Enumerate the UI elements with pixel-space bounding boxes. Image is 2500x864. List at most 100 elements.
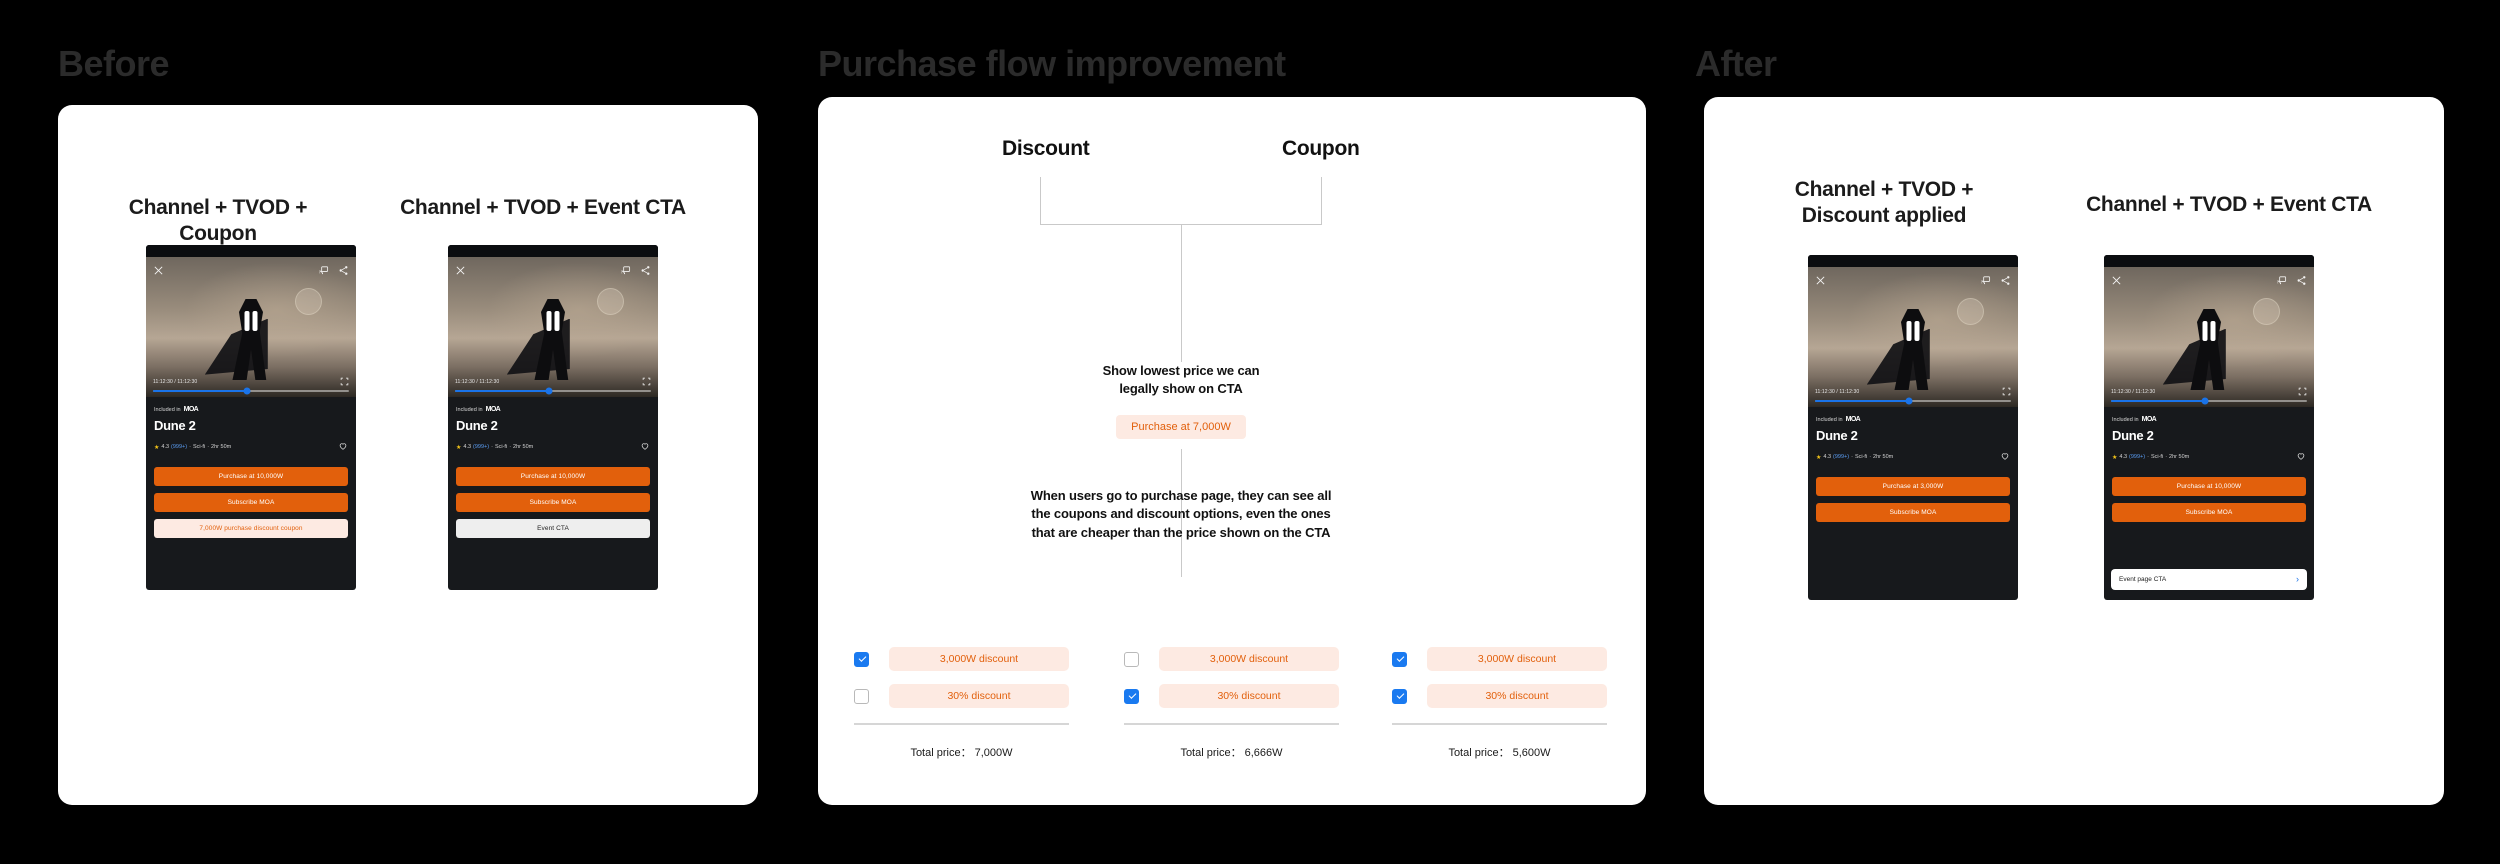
fullscreen-icon[interactable]	[340, 377, 349, 386]
fullscreen-icon[interactable]	[2298, 387, 2307, 396]
player-timestamp: 11:12:30 / 11:12:30	[455, 378, 500, 385]
heart-outline-icon[interactable]	[2000, 448, 2010, 466]
cast-icon[interactable]	[1980, 275, 1991, 286]
player-top-controls	[448, 265, 658, 276]
purchase-button[interactable]: Purchase at 10,000W	[154, 467, 348, 486]
purchase-button[interactable]: Purchase at 10,000W	[2112, 477, 2306, 496]
mock-title-before-1: Channel + TVOD + Coupon	[128, 196, 308, 245]
pause-button[interactable]	[1906, 321, 1920, 342]
title-info-block: Included in MOA Dune 2 ★ 4.3 (999+) · Sc…	[2104, 407, 2314, 527]
rating-value: 4.3	[161, 444, 170, 450]
checkbox-amount-discount[interactable]	[854, 651, 869, 667]
note-lowest-price: Show lowest price we can legally show on…	[1102, 363, 1260, 397]
meta-row: ★ 4.3 (999+) · Sci-fi · 2hr 50m	[154, 438, 348, 456]
share-icon[interactable]	[2000, 275, 2011, 286]
phone-mock-after-event: 11:12:30 / 11:12:30	[2104, 255, 2314, 600]
connector-line-top	[1181, 225, 1182, 362]
event-page-cta-bar[interactable]: Event page CTA ›	[2111, 569, 2307, 590]
video-player[interactable]: 11:12:30 / 11:12:30	[448, 257, 658, 397]
progress-knob[interactable]	[2201, 397, 2209, 405]
total-price: Total price： 5,600W	[1448, 746, 1551, 759]
connector-line-bottom	[1181, 449, 1182, 577]
panel-after: Channel + TVOD + Discount applied	[1704, 97, 2444, 805]
checkbox-percent-discount[interactable]	[854, 688, 869, 704]
share-icon[interactable]	[640, 265, 651, 276]
included-in-label: Included in MOA	[456, 406, 501, 413]
phone-mock-after-discount: 11:12:30 / 11:12:30	[1808, 255, 2018, 600]
share-icon[interactable]	[2296, 275, 2307, 286]
player-timestamp: 11:12:30 / 11:12:30	[153, 378, 198, 385]
event-cta-button[interactable]: Event CTA	[456, 519, 650, 538]
rating-count: (999+)	[473, 444, 490, 450]
close-icon[interactable]	[455, 265, 466, 276]
rating-value: 4.3	[1823, 454, 1832, 460]
player-bottom-controls: 11:12:30 / 11:12:30	[146, 377, 356, 395]
status-bar	[448, 245, 658, 257]
player-top-controls	[1808, 275, 2018, 286]
pause-button[interactable]	[546, 311, 560, 332]
status-bar	[146, 245, 356, 257]
progress-bar[interactable]	[2111, 397, 2307, 405]
progress-bar[interactable]	[1815, 397, 2011, 405]
pause-button[interactable]	[2202, 321, 2216, 342]
cast-icon[interactable]	[318, 265, 329, 276]
genre: Sci-fi	[192, 444, 206, 450]
heart-outline-icon[interactable]	[338, 438, 348, 456]
share-icon[interactable]	[338, 265, 349, 276]
video-player[interactable]: 11:12:30 / 11:12:30	[146, 257, 356, 397]
purchase-button[interactable]: Purchase at 10,000W	[456, 467, 650, 486]
video-player[interactable]: 11:12:30 / 11:12:30	[1808, 267, 2018, 407]
checkbox-amount-discount[interactable]	[1392, 651, 1407, 667]
progress-knob[interactable]	[243, 387, 251, 395]
option-label: 30% discount	[1159, 684, 1339, 708]
heart-outline-icon[interactable]	[2296, 448, 2306, 466]
option-row: 30% discount	[854, 684, 1069, 708]
subscribe-button[interactable]: Subscribe MOA	[1816, 503, 2010, 522]
coupon-button[interactable]: 7,000W purchase discount coupon	[154, 519, 348, 538]
option-group-2: 3,000W discount 30% discount Total price…	[1124, 647, 1339, 760]
player-timestamp: 11:12:30 / 11:12:30	[1815, 388, 1860, 395]
subscribe-button[interactable]: Subscribe MOA	[2112, 503, 2306, 522]
mock-title-after-2: Channel + TVOD + Event CTA	[2086, 193, 2372, 216]
total-price: Total price： 7,000W	[910, 746, 1013, 759]
purchase-button[interactable]: Purchase at 3,000W	[1816, 477, 2010, 496]
film-title: Dune 2	[456, 418, 498, 433]
checkbox-percent-discount[interactable]	[1124, 688, 1139, 704]
option-group-3: 3,000W discount 30% discount Total price…	[1392, 647, 1607, 760]
progress-bar[interactable]	[153, 387, 349, 395]
checkbox-percent-discount[interactable]	[1392, 688, 1407, 704]
subscribe-button[interactable]: Subscribe MOA	[456, 493, 650, 512]
progress-bar[interactable]	[455, 387, 651, 395]
divider	[854, 723, 1069, 725]
included-in-label: Included in MOA	[2112, 416, 2157, 423]
progress-fill	[153, 390, 248, 392]
subscribe-button[interactable]: Subscribe MOA	[154, 493, 348, 512]
sun-orb-decoration	[597, 287, 625, 316]
cast-icon[interactable]	[620, 265, 631, 276]
star-icon: ★	[154, 444, 160, 451]
chevron-right-icon: ›	[2296, 574, 2299, 584]
close-icon[interactable]	[2111, 275, 2122, 286]
checkbox-amount-discount[interactable]	[1124, 651, 1139, 667]
heart-outline-icon[interactable]	[640, 438, 650, 456]
player-bottom-controls: 11:12:30 / 11:12:30	[448, 377, 658, 395]
video-player[interactable]: 11:12:30 / 11:12:30	[2104, 267, 2314, 407]
fullscreen-icon[interactable]	[642, 377, 651, 386]
included-in-label: Included in MOA	[154, 406, 199, 413]
fullscreen-icon[interactable]	[2002, 387, 2011, 396]
close-icon[interactable]	[1815, 275, 1826, 286]
progress-knob[interactable]	[545, 387, 553, 395]
rating-value: 4.3	[2119, 454, 2128, 460]
cast-icon[interactable]	[2276, 275, 2287, 286]
duration: 2hr 50m	[1873, 454, 1894, 460]
close-icon[interactable]	[153, 265, 164, 276]
included-in-label: Included in MOA	[1816, 416, 1861, 423]
panel-diagram: Discount Coupon Show lowest price we can…	[818, 97, 1646, 805]
option-group-1: 3,000W discount 30% discount Total price…	[854, 647, 1069, 760]
phone-mock-before-coupon: 11:12:30 / 11:12:30	[146, 245, 356, 590]
price-pill-cta: Purchase at 7,000W	[1116, 415, 1246, 439]
pause-button[interactable]	[244, 311, 258, 332]
progress-knob[interactable]	[1905, 397, 1913, 405]
player-top-controls	[146, 265, 356, 276]
